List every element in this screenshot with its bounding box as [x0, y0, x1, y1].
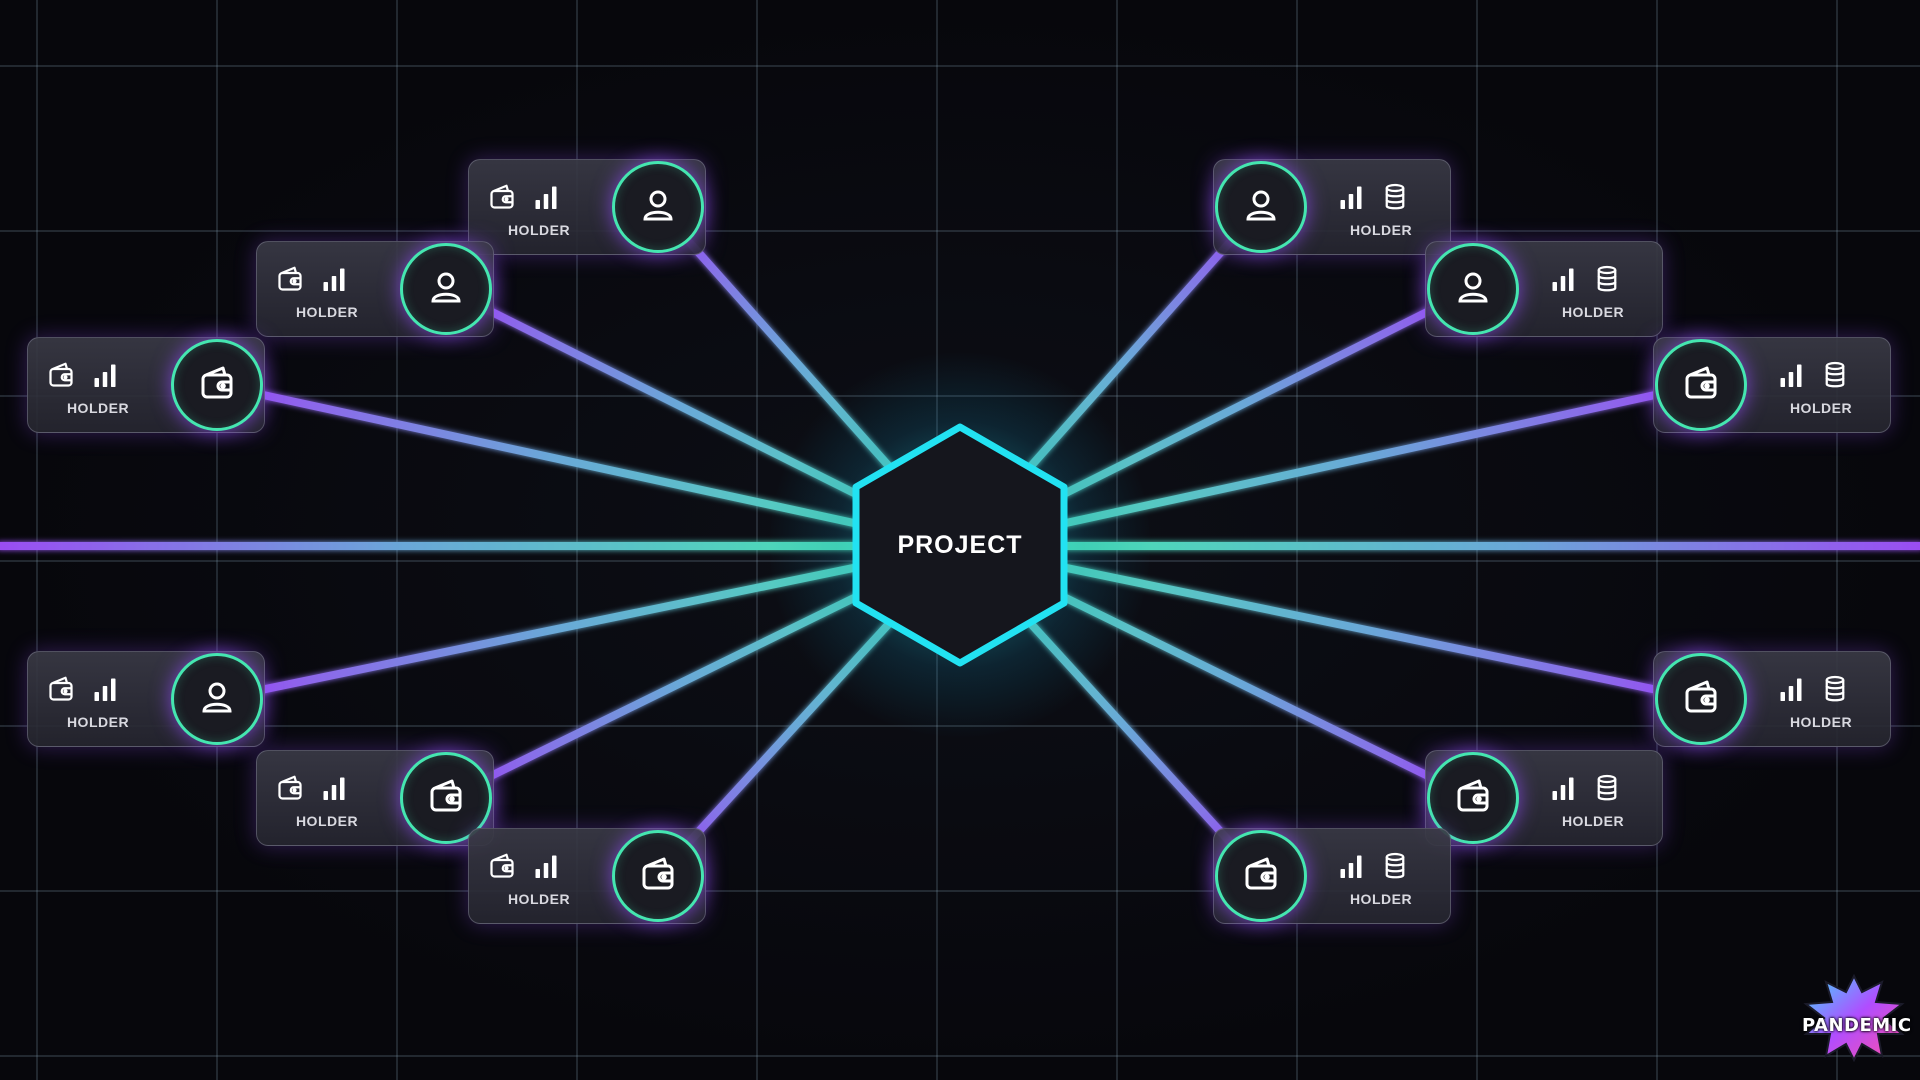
holder-label: HOLDER [1561, 813, 1625, 829]
wallet-icon [275, 773, 305, 808]
holder-card-icons [487, 182, 561, 217]
wallet-icon [1453, 776, 1493, 821]
holder-card-icons [46, 674, 120, 709]
holder-node[interactable] [400, 752, 492, 844]
holder-node[interactable] [171, 339, 263, 431]
bar-chart-icon [1548, 773, 1578, 808]
holder-node[interactable] [612, 161, 704, 253]
coin-stack-icon [1592, 264, 1622, 299]
user-icon [1241, 185, 1281, 230]
wallet-icon [1241, 854, 1281, 899]
bar-chart-icon [319, 264, 349, 299]
bar-chart-icon [1548, 264, 1578, 299]
holder-label: HOLDER [295, 304, 359, 320]
bar-chart-icon [90, 360, 120, 395]
holder-card-icons [275, 773, 349, 808]
holder-label: HOLDER [1561, 304, 1625, 320]
bar-chart-icon [1336, 182, 1366, 217]
holder-card-icons [1548, 264, 1622, 299]
holder-label: HOLDER [66, 400, 130, 416]
user-icon [426, 267, 466, 312]
user-icon [638, 185, 678, 230]
holder-label: HOLDER [66, 714, 130, 730]
holder-node[interactable] [1655, 653, 1747, 745]
bar-chart-icon [1336, 851, 1366, 886]
holder-card-icons [275, 264, 349, 299]
holder-label: HOLDER [1789, 400, 1853, 416]
coin-stack-icon [1592, 773, 1622, 808]
bar-chart-icon [90, 674, 120, 709]
holder-node[interactable] [1655, 339, 1747, 431]
holder-label: HOLDER [295, 813, 359, 829]
coin-stack-icon [1820, 360, 1850, 395]
wallet-icon [487, 851, 517, 886]
wallet-icon [197, 363, 237, 408]
holder-card-icons [1548, 773, 1622, 808]
pandemic-logo [1803, 974, 1905, 1062]
wallet-icon [46, 360, 76, 395]
holder-label: HOLDER [1349, 891, 1413, 907]
holder-card-icons [46, 360, 120, 395]
holder-node[interactable] [1427, 243, 1519, 335]
wallet-icon [275, 264, 305, 299]
holder-node[interactable] [400, 243, 492, 335]
bar-chart-icon [531, 182, 561, 217]
holder-node[interactable] [1215, 830, 1307, 922]
wallet-icon [1681, 677, 1721, 722]
coin-stack-icon [1380, 182, 1410, 217]
holder-node[interactable] [612, 830, 704, 922]
coin-stack-icon [1380, 851, 1410, 886]
wallet-icon [46, 674, 76, 709]
project-hub[interactable] [850, 423, 1070, 667]
holder-label: HOLDER [507, 891, 571, 907]
holder-card-icons [487, 851, 561, 886]
wallet-icon [1681, 363, 1721, 408]
user-icon [1453, 267, 1493, 312]
project-label: PROJECT [897, 530, 1023, 559]
wallet-icon [487, 182, 517, 217]
holder-card-icons [1776, 360, 1850, 395]
holder-card-icons [1336, 851, 1410, 886]
bar-chart-icon [1776, 674, 1806, 709]
holder-label: HOLDER [1349, 222, 1413, 238]
wallet-icon [426, 776, 466, 821]
holder-node[interactable] [171, 653, 263, 745]
holder-node[interactable] [1215, 161, 1307, 253]
bar-chart-icon [319, 773, 349, 808]
wallet-icon [638, 854, 678, 899]
coin-stack-icon [1820, 674, 1850, 709]
holder-card-icons [1336, 182, 1410, 217]
bar-chart-icon [1776, 360, 1806, 395]
user-icon [197, 677, 237, 722]
bar-chart-icon [531, 851, 561, 886]
holder-label: HOLDER [1789, 714, 1853, 730]
holder-card-icons [1776, 674, 1850, 709]
holder-label: HOLDER [507, 222, 571, 238]
logo-text: PANDEMIC [1802, 1015, 1912, 1036]
